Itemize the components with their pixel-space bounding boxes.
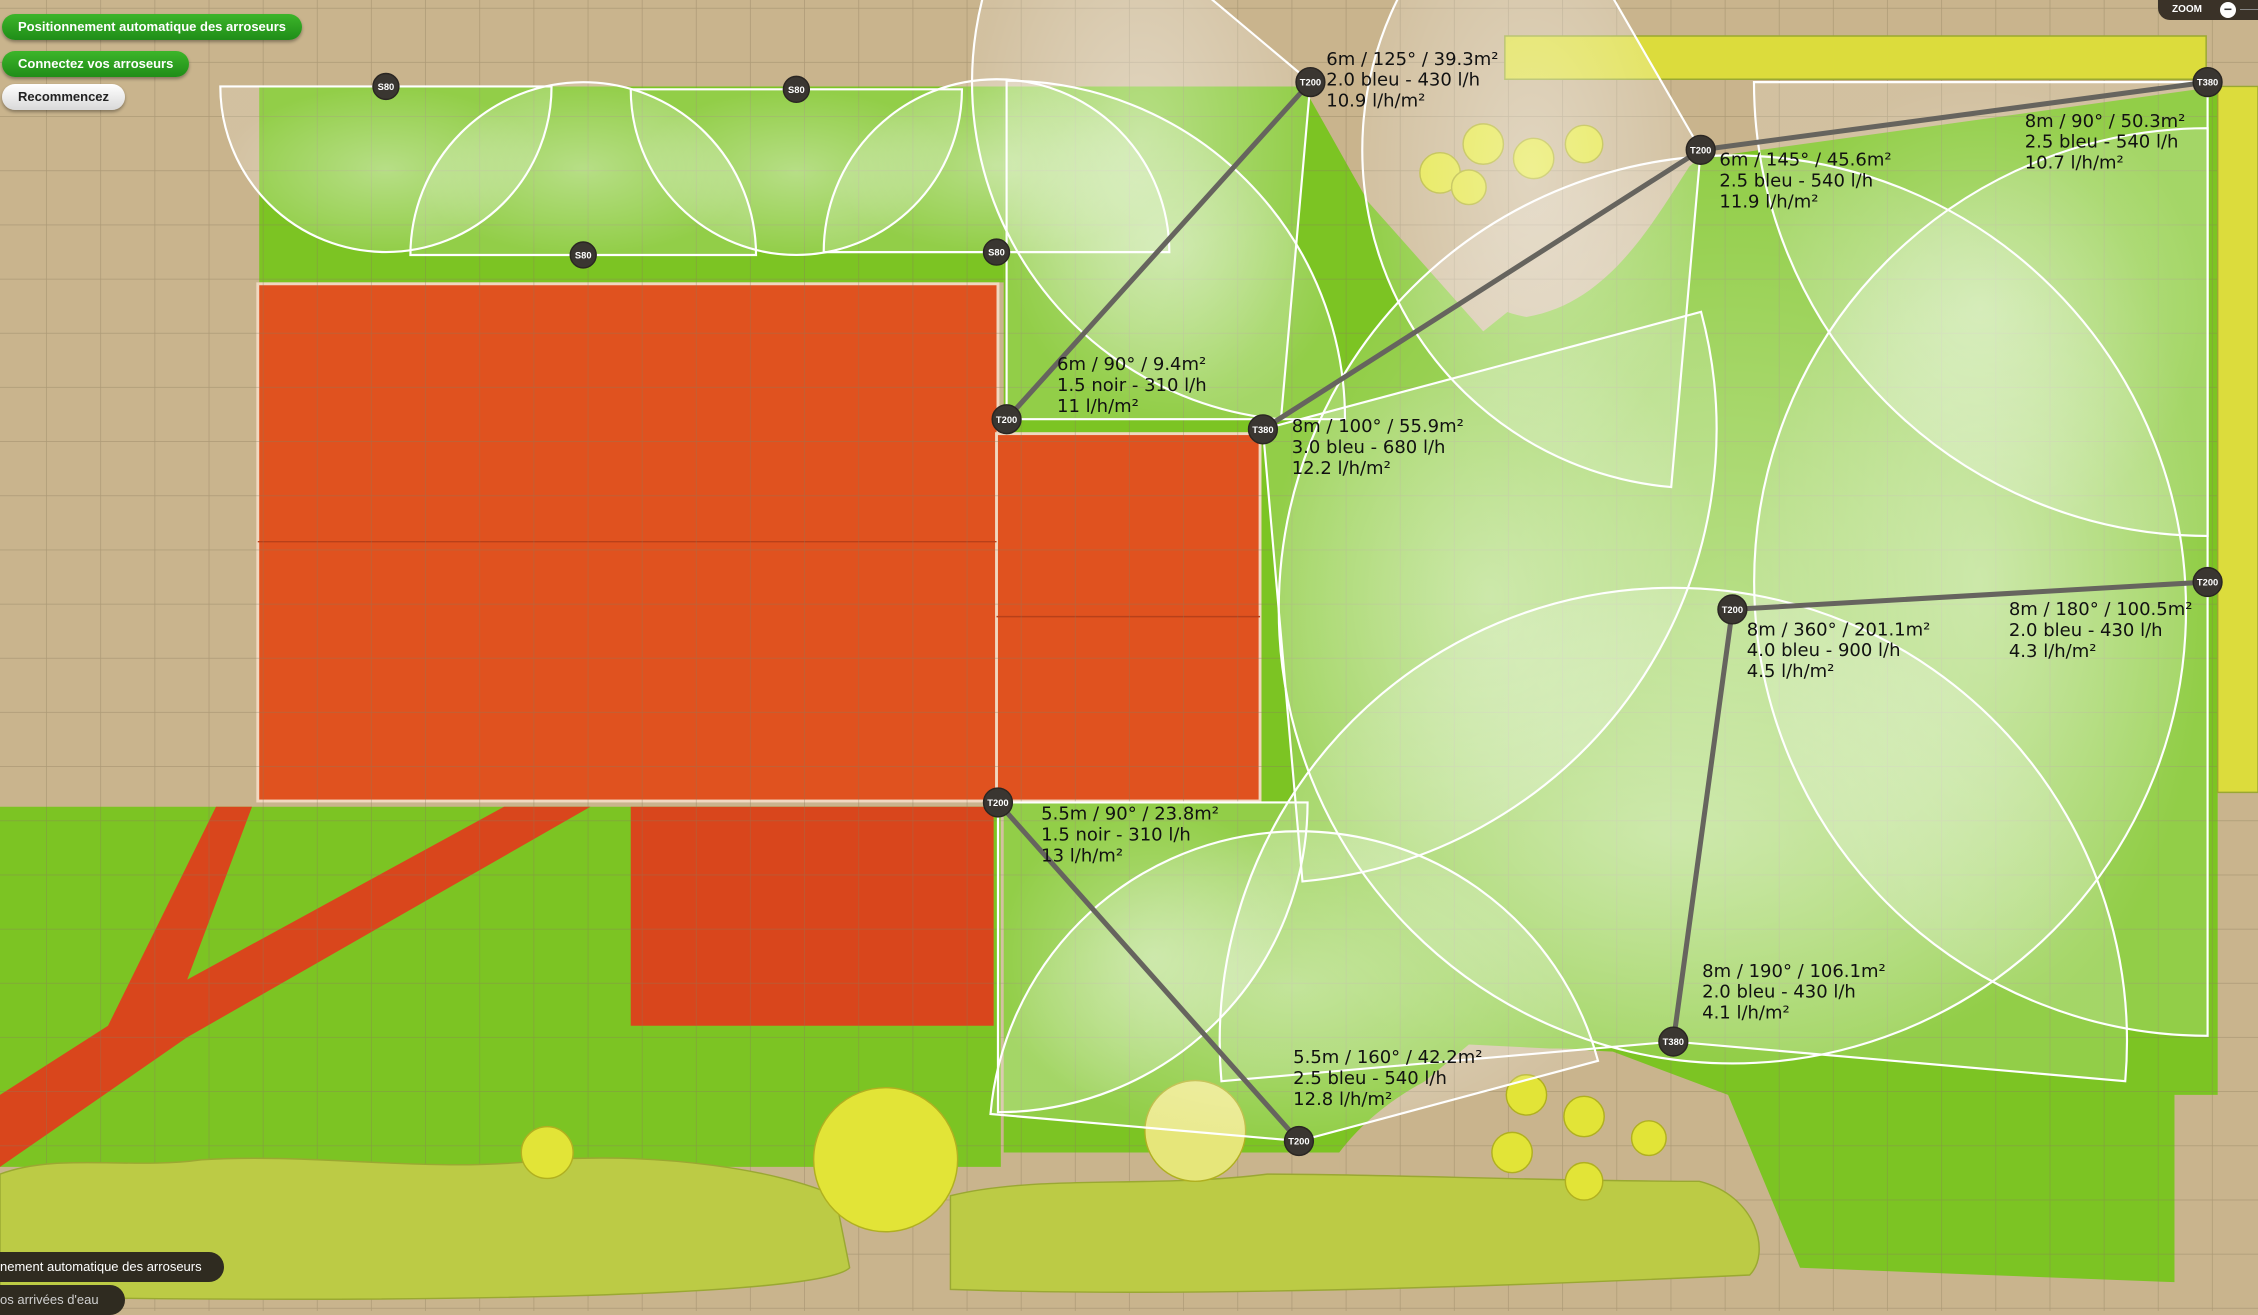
- spec-line: 4.1 l/h/m²: [1702, 1003, 1790, 1024]
- zoom-out-icon[interactable]: −: [2220, 2, 2236, 18]
- svg-text:T200: T200: [1288, 1137, 1309, 1147]
- zoom-control: ZOOM −: [2158, 0, 2258, 20]
- spec-line: 5.5m / 160° / 42.2m²: [1293, 1047, 1482, 1068]
- svg-text:T200: T200: [1300, 78, 1321, 88]
- bottom-auto-position-button[interactable]: nement automatique des arroseurs: [0, 1252, 224, 1282]
- spec-line: 10.7 l/h/m²: [2025, 153, 2124, 174]
- svg-text:T380: T380: [1663, 1037, 1684, 1047]
- spec-line: 12.2 l/h/m²: [1292, 458, 1391, 479]
- svg-text:T200: T200: [1690, 145, 1711, 155]
- svg-text:S80: S80: [575, 251, 592, 261]
- spec-line: 8m / 190° / 106.1m²: [1702, 961, 1886, 982]
- svg-text:S80: S80: [788, 85, 805, 95]
- sprinkler-t200[interactable]: T200: [982, 787, 1014, 818]
- svg-text:T380: T380: [2197, 78, 2218, 88]
- sprinkler-t380[interactable]: T380: [2192, 66, 2223, 98]
- spec-line: 2.0 bleu - 430 l/h: [1326, 70, 1480, 91]
- sprinkler-s80[interactable]: S80: [782, 75, 811, 104]
- spec-line: 1.5 noir - 310 l/h: [1057, 375, 1207, 396]
- restart-button[interactable]: Recommencez: [2, 84, 126, 110]
- spec-line: 11.9 l/h/m²: [1719, 191, 1818, 212]
- sprinkler-s80[interactable]: S80: [569, 241, 597, 269]
- sprinkler-t200[interactable]: T200: [991, 404, 1022, 435]
- spec-line: 2.5 bleu - 540 l/h: [1293, 1068, 1447, 1089]
- svg-text:S80: S80: [988, 248, 1005, 258]
- svg-text:T200: T200: [1722, 605, 1743, 615]
- sprinkler-t200[interactable]: T200: [2192, 566, 2223, 598]
- svg-text:T200: T200: [987, 798, 1008, 808]
- water-inlets-button[interactable]: os arrivées d'eau: [0, 1285, 125, 1315]
- zoom-label: ZOOM: [2172, 4, 2202, 15]
- svg-text:T380: T380: [1252, 425, 1273, 435]
- sprinkler-t380[interactable]: T380: [1247, 414, 1279, 445]
- sprinkler-t200[interactable]: T200: [1717, 594, 1748, 625]
- spray-sector: [409, 81, 758, 257]
- spec-line: 8m / 100° / 55.9m²: [1292, 416, 1464, 437]
- spec-line: 2.5 bleu - 540 l/h: [2025, 132, 2179, 153]
- spec-line: 3.0 bleu - 680 l/h: [1292, 437, 1446, 458]
- svg-text:T200: T200: [2197, 578, 2218, 588]
- svg-text:T200: T200: [996, 415, 1017, 425]
- pipe-connections: [995, 79, 2211, 1144]
- spray-sector: [970, 0, 1312, 421]
- spec-line: 13 l/h/m²: [1041, 846, 1123, 867]
- spec-line: 8m / 180° / 100.5m²: [2009, 599, 2193, 620]
- spec-line: 4.5 l/h/m²: [1747, 661, 1835, 682]
- spec-line: 11 l/h/m²: [1057, 396, 1139, 417]
- spec-line: 6m / 145° / 45.6m²: [1719, 150, 1891, 171]
- connect-sprinklers-button[interactable]: Connectez vos arroseurs: [2, 51, 190, 77]
- spec-line: 4.0 bleu - 900 l/h: [1747, 640, 1901, 661]
- sprinkler-t200[interactable]: T200: [1283, 1125, 1315, 1157]
- sprinkler-s80[interactable]: S80: [982, 238, 1011, 266]
- spec-line: 1.5 noir - 310 l/h: [1041, 825, 1191, 846]
- spec-line: 10.9 l/h/m²: [1326, 91, 1425, 112]
- spec-line: 8m / 360° / 201.1m²: [1747, 619, 1931, 640]
- sprinkler-t200[interactable]: T200: [1295, 66, 1326, 98]
- sprinkler-t200[interactable]: T200: [1685, 134, 1716, 165]
- svg-text:S80: S80: [378, 82, 395, 92]
- sprinkler-t380[interactable]: T380: [1658, 1026, 1689, 1057]
- zoom-slider[interactable]: [2240, 9, 2258, 10]
- spec-line: 5.5m / 90° / 23.8m²: [1041, 804, 1219, 825]
- spec-line: 2.0 bleu - 430 l/h: [1702, 982, 1856, 1003]
- spec-line: 8m / 90° / 50.3m²: [2025, 111, 2186, 132]
- spray-sector: [1218, 586, 2129, 1083]
- spec-line: 12.8 l/h/m²: [1293, 1089, 1392, 1110]
- sprinkler-s80[interactable]: S80: [372, 72, 400, 101]
- spec-line: 6m / 90° / 9.4m²: [1057, 354, 1206, 375]
- spec-line: 2.0 bleu - 430 l/h: [2009, 620, 2163, 641]
- spec-line: 4.3 l/h/m²: [2009, 641, 2097, 662]
- spec-line: 6m / 125° / 39.3m²: [1326, 49, 1498, 70]
- auto-position-button[interactable]: Positionnement automatique des arroseurs: [2, 14, 303, 40]
- spec-line: 2.5 bleu - 540 l/h: [1719, 171, 1873, 192]
